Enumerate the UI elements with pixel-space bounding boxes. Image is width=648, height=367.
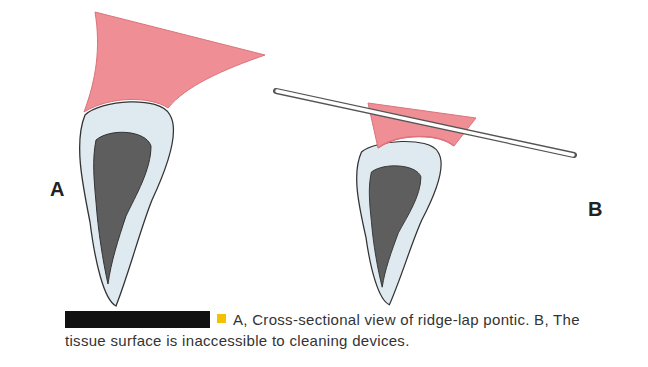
figure-caption: A, Cross-sectional view of ridge-lap pon… (65, 309, 625, 351)
redaction-bar (65, 311, 210, 328)
tooth-outline (357, 141, 441, 304)
floss-line (277, 91, 573, 155)
pontic-b (368, 103, 476, 148)
figure-letter: A (50, 178, 64, 201)
tooth-outline (80, 102, 174, 306)
tooth-a (80, 102, 174, 306)
tooth-b (357, 141, 441, 304)
tooth-core (369, 166, 421, 287)
floss-line (276, 91, 574, 155)
tooth-core (94, 132, 151, 284)
figure-letter: B (588, 198, 602, 221)
tissue-surface (378, 137, 454, 149)
caption-marker (217, 314, 226, 323)
pontic-a (84, 12, 265, 112)
